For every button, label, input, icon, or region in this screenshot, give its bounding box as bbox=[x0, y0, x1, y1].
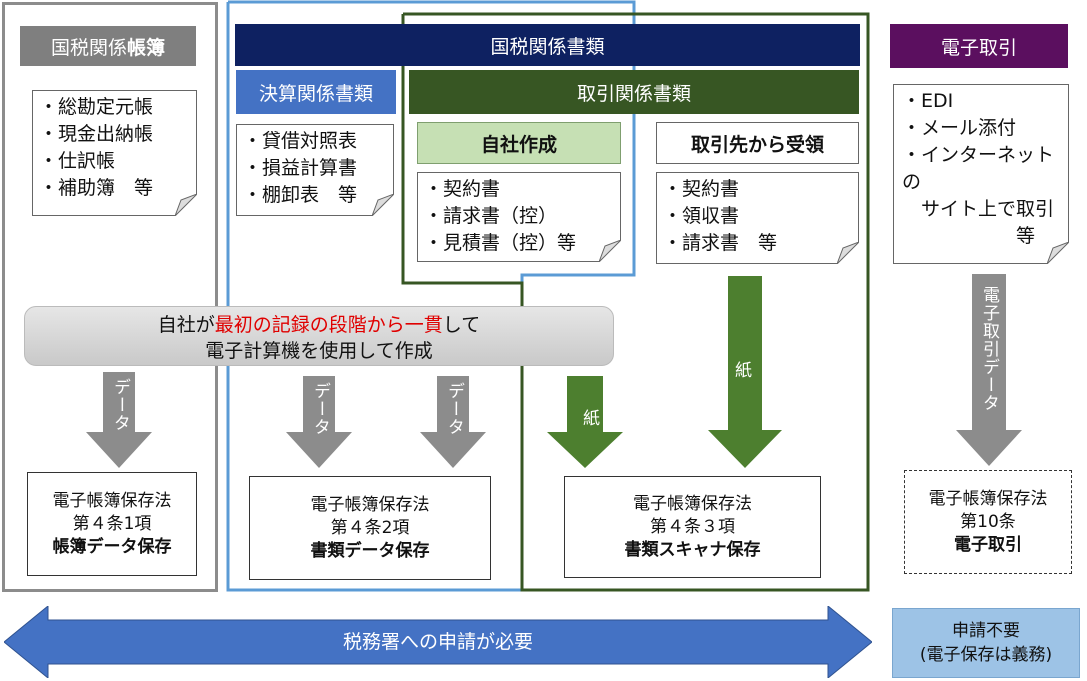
paper-arrow-self bbox=[547, 376, 623, 468]
list-item: ・現金出納帳 bbox=[39, 123, 154, 145]
col1-note: ・総勘定元帳 ・現金出納帳 ・仕訳帳 ・補助簿 等 bbox=[32, 90, 197, 216]
col2-header: 決算関係書類 bbox=[236, 70, 396, 114]
paper-arrow-label: 紙 bbox=[583, 409, 601, 429]
no-application-line2: (電子保存は義務) bbox=[919, 645, 1053, 665]
result-law: 電子帳簿保存法 bbox=[928, 488, 1048, 509]
list-item: ・補助簿 等 bbox=[39, 177, 154, 199]
result-article: 第４条1項 bbox=[72, 513, 152, 534]
list-item: ・見積書（控）等 bbox=[424, 232, 577, 254]
bottom-arrow-label: 税務署への申請が必要 bbox=[342, 631, 533, 653]
ec-header: 電子取引 bbox=[890, 24, 1068, 68]
ec-note: ・EDI ・メール添付 ・インターネットの サイト上で取引 等 bbox=[893, 84, 1069, 264]
banner-line2: 電子計算機を使用して作成 bbox=[205, 340, 433, 362]
banner-text: して bbox=[442, 314, 481, 336]
list-item: サイト上で取引 bbox=[902, 198, 1055, 220]
list-item: ・総勘定元帳 bbox=[39, 96, 154, 118]
no-application-box: 申請不要 (電子保存は義務) bbox=[892, 608, 1080, 678]
list-item: ・損益計算書 bbox=[243, 157, 358, 179]
list-item: ・契約書 bbox=[424, 178, 501, 200]
list-item: ・仕訳帳 bbox=[39, 150, 116, 172]
self-made-header: 自社作成 bbox=[417, 122, 621, 164]
result-torihiki: 電子帳簿保存法 第４条３項 書類スキャナ保存 bbox=[564, 476, 821, 578]
paper-arrow-label: 紙 bbox=[735, 361, 753, 381]
result-ec: 電子帳簿保存法 第10条 電子取引 bbox=[904, 470, 1072, 574]
result-article: 第４条３項 bbox=[650, 516, 735, 537]
page-fold-icon bbox=[372, 194, 394, 216]
result-article: 第10条 bbox=[960, 511, 1016, 532]
result-col2: 電子帳簿保存法 第４条2項 書類データ保存 bbox=[249, 476, 491, 580]
page-fold-icon bbox=[837, 242, 859, 264]
list-item: ・メール添付 bbox=[902, 117, 1017, 139]
center-banner: 自社が最初の記録の段階から一貫して 電子計算機を使用して作成 bbox=[24, 306, 614, 366]
list-item: 等 bbox=[902, 225, 1036, 247]
self-made-note: ・契約書 ・請求書（控） ・見積書（控）等 bbox=[417, 172, 621, 262]
col1-header-pre: 国税関係 bbox=[50, 36, 127, 59]
result-type: 帳簿データ保存 bbox=[52, 536, 172, 557]
data-arrow-label: データ bbox=[310, 382, 330, 436]
result-type: 書類データ保存 bbox=[310, 540, 430, 561]
result-law: 電子帳簿保存法 bbox=[52, 490, 172, 511]
banner-text: 自社が bbox=[157, 314, 215, 336]
list-item: ・契約書 bbox=[663, 178, 740, 200]
col2-note: ・貸借対照表 ・損益計算書 ・棚卸表 等 bbox=[236, 124, 394, 216]
received-note: ・契約書 ・領収書 ・請求書 等 bbox=[656, 172, 859, 264]
banner-line1: 自社が最初の記録の段階から一貫して bbox=[25, 312, 613, 338]
ec-data-arrow bbox=[956, 274, 1022, 466]
data-arrow-col1 bbox=[86, 372, 152, 468]
list-item: ・請求書（控） bbox=[424, 205, 558, 227]
page-fold-icon bbox=[1047, 242, 1069, 264]
ec-arrow-label: 電子取引データ bbox=[979, 286, 999, 412]
list-item: ・領収書 bbox=[663, 205, 740, 227]
result-type: 電子取引 bbox=[954, 534, 1022, 555]
bottom-double-arrow bbox=[4, 606, 872, 678]
list-item: ・棚卸表 等 bbox=[243, 184, 358, 206]
received-header: 取引先から受領 bbox=[656, 122, 859, 164]
result-col1: 電子帳簿保存法 第４条1項 帳簿データ保存 bbox=[27, 472, 197, 576]
no-application-line1: 申請不要 bbox=[952, 621, 1020, 641]
data-arrow-col2b bbox=[420, 376, 486, 468]
list-item: ・請求書 等 bbox=[663, 232, 778, 254]
paper-arrow-received bbox=[708, 276, 782, 468]
result-article: 第４条2項 bbox=[330, 517, 410, 538]
result-law: 電子帳簿保存法 bbox=[633, 493, 752, 514]
list-item: ・EDI bbox=[902, 90, 954, 112]
result-type: 書類スキャナ保存 bbox=[624, 539, 761, 560]
torihiki-header: 取引関係書類 bbox=[409, 70, 859, 114]
col1-header-bold: 帳簿 bbox=[127, 36, 166, 59]
page-fold-icon bbox=[599, 240, 621, 262]
data-arrow-col2a bbox=[286, 376, 352, 468]
col1-frame bbox=[2, 2, 218, 592]
data-arrow-label: データ bbox=[110, 378, 130, 432]
page-fold-icon bbox=[175, 194, 197, 216]
list-item: ・インターネットの bbox=[902, 144, 1055, 193]
result-law: 電子帳簿保存法 bbox=[310, 494, 430, 515]
top-header: 国税関係書類 bbox=[235, 24, 860, 66]
banner-highlight: 最初の記録の段階から一貫 bbox=[214, 314, 443, 336]
data-arrow-label: データ bbox=[444, 382, 464, 436]
list-item: ・貸借対照表 bbox=[243, 130, 358, 152]
col1-header: 国税関係帳簿 bbox=[20, 26, 196, 66]
